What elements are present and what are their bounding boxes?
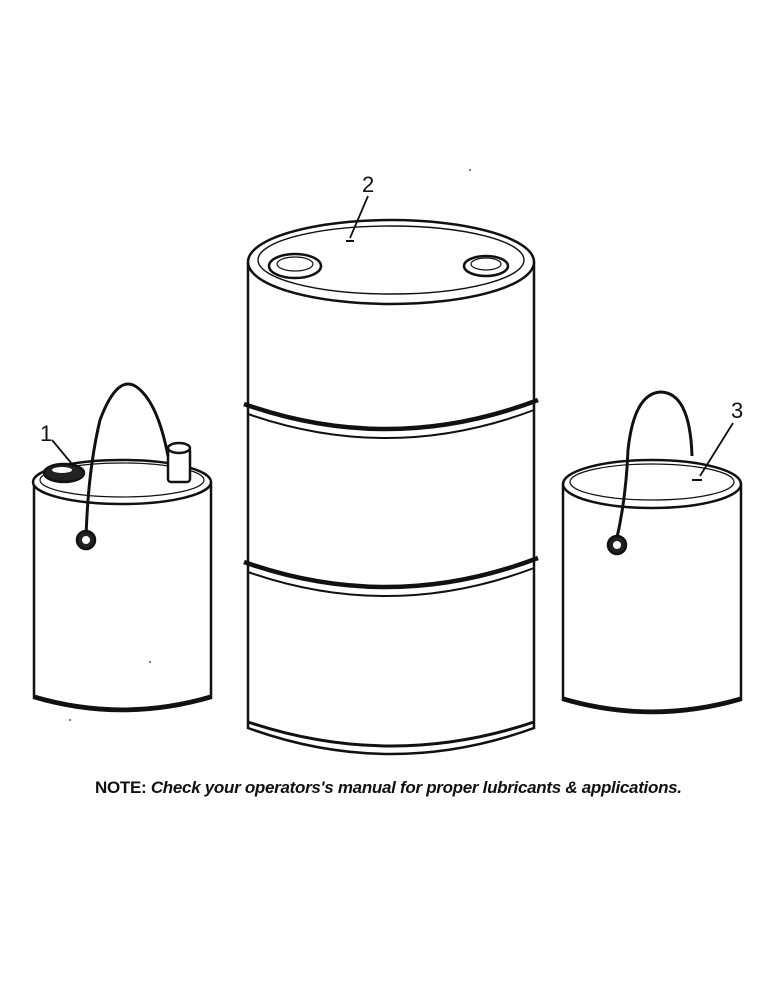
pail-3-bottom-rim <box>562 696 742 713</box>
drum-lower-hoop <box>243 555 539 590</box>
drum-upper-hoop <box>243 397 539 432</box>
pail-1-handle <box>84 382 170 539</box>
oil-drum <box>243 218 539 756</box>
pail-3-body <box>561 484 743 715</box>
callout-leaders <box>51 195 734 477</box>
lubricant-containers-diagram: 1 2 3 <box>31 169 743 756</box>
pail-with-spout <box>31 382 213 713</box>
pail-3-lid-inner <box>569 463 735 501</box>
pail-3-handle <box>614 390 694 543</box>
pail-1-cap <box>42 462 86 484</box>
note-text: Check your operators's manual for proper… <box>150 778 682 797</box>
leader-3 <box>699 422 734 477</box>
pail-1-bottom-rim <box>33 694 212 711</box>
leader-1 <box>51 439 73 465</box>
drum-bottom-chime <box>247 720 535 748</box>
callout-2: 2 <box>362 172 374 197</box>
callout-1: 1 <box>40 421 52 446</box>
drum-top-lid <box>257 225 525 295</box>
drum-body <box>246 262 536 756</box>
pail-1-body <box>32 482 213 713</box>
pail-1-cap-highlight <box>52 467 72 473</box>
pail-1-spout-top <box>166 441 192 455</box>
note-paragraph: NOTE: Check your operators's manual for … <box>95 774 715 802</box>
note-label: NOTE: <box>95 778 147 797</box>
leader-2 <box>349 195 369 239</box>
callout-3: 3 <box>731 398 743 423</box>
open-pail <box>561 390 743 715</box>
